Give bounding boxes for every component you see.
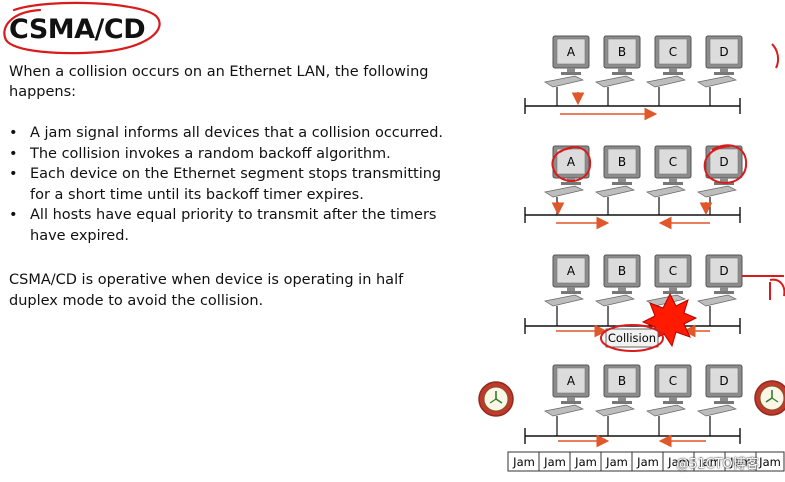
host-label: D	[719, 155, 728, 169]
host-b-computer: B	[595, 254, 641, 326]
host-c-computer: C	[646, 145, 692, 215]
host-d-computer: D	[697, 364, 743, 436]
host-d-computer: D	[697, 35, 743, 106]
host-label: A	[567, 374, 576, 388]
host-a-computer: A	[544, 254, 590, 326]
host-a-annotation-circle	[551, 146, 592, 182]
jam-cell: Jam	[729, 455, 752, 469]
host-b-computer: B	[595, 145, 641, 215]
host-label: B	[618, 264, 626, 278]
host-label: C	[669, 155, 677, 169]
host-label: A	[567, 45, 576, 59]
annotation-stroke	[771, 43, 780, 69]
bullet-item: All hosts have equal priority to transmi…	[9, 205, 454, 246]
collision-annotation-circle	[600, 324, 664, 352]
host-b-computer: B	[595, 364, 641, 436]
half-duplex-note: CSMA/CD is operative when device is oper…	[9, 272, 404, 309]
diagram-row-3: A B C D Collision	[524, 254, 743, 352]
bullet-item: The collision invokes a random backoff a…	[9, 144, 454, 165]
jam-cell: Jam	[543, 455, 566, 469]
backoff-timer-clock-icon	[754, 380, 785, 416]
host-label: C	[669, 374, 677, 388]
host-d-computer: D	[697, 254, 743, 326]
bullet-item: A jam signal informs all devices that a …	[9, 123, 454, 144]
host-label: D	[719, 45, 728, 59]
host-a-computer: A	[544, 364, 590, 436]
host-c-computer: C	[646, 364, 692, 436]
jam-cell: Jam	[636, 455, 659, 469]
bullet-list: A jam signal informs all devices that a …	[9, 123, 454, 246]
bullet-item: Each device on the Ethernet segment stop…	[9, 164, 454, 205]
host-d-annotation-circle	[703, 144, 748, 184]
jam-cell: Jam	[605, 455, 628, 469]
title-annotation-circle	[3, 1, 161, 55]
host-label: B	[618, 374, 626, 388]
diagram-row-4: A B C D Jam	[507, 364, 785, 472]
host-label: C	[669, 264, 677, 278]
jam-cell: Jam	[667, 455, 690, 469]
host-label: C	[669, 45, 677, 59]
jam-cell: Jam	[574, 455, 597, 469]
jam-signal-strip: Jam Jam Jam Jam Jam Jam Jam Jam Jam	[507, 451, 785, 472]
host-label: A	[567, 155, 576, 169]
watermark-text: @51CTO博客	[676, 457, 759, 472]
host-a-computer: A	[544, 35, 590, 106]
slide-title: CSMA/CD	[9, 14, 146, 45]
host-b-computer: B	[595, 35, 641, 106]
diagram-row-1: A B C D	[524, 35, 743, 121]
host-label: D	[719, 264, 728, 278]
backoff-timer-clock-icon	[478, 381, 514, 417]
jam-cell: Jam	[512, 455, 535, 469]
annotation-stroke	[769, 278, 785, 300]
host-label: D	[719, 374, 728, 388]
jam-cell: Jam	[698, 455, 721, 469]
collision-label-box	[605, 328, 659, 348]
diagram-row-2: A B C D	[524, 144, 748, 230]
collision-label: Collision	[608, 331, 656, 345]
jam-cell: Jam	[758, 455, 781, 469]
intro-text: When a collision occurs on an Ethernet L…	[9, 64, 429, 100]
host-label: A	[567, 264, 576, 278]
host-label: B	[618, 155, 626, 169]
host-label: B	[618, 45, 626, 59]
host-c-computer: C	[646, 35, 692, 106]
